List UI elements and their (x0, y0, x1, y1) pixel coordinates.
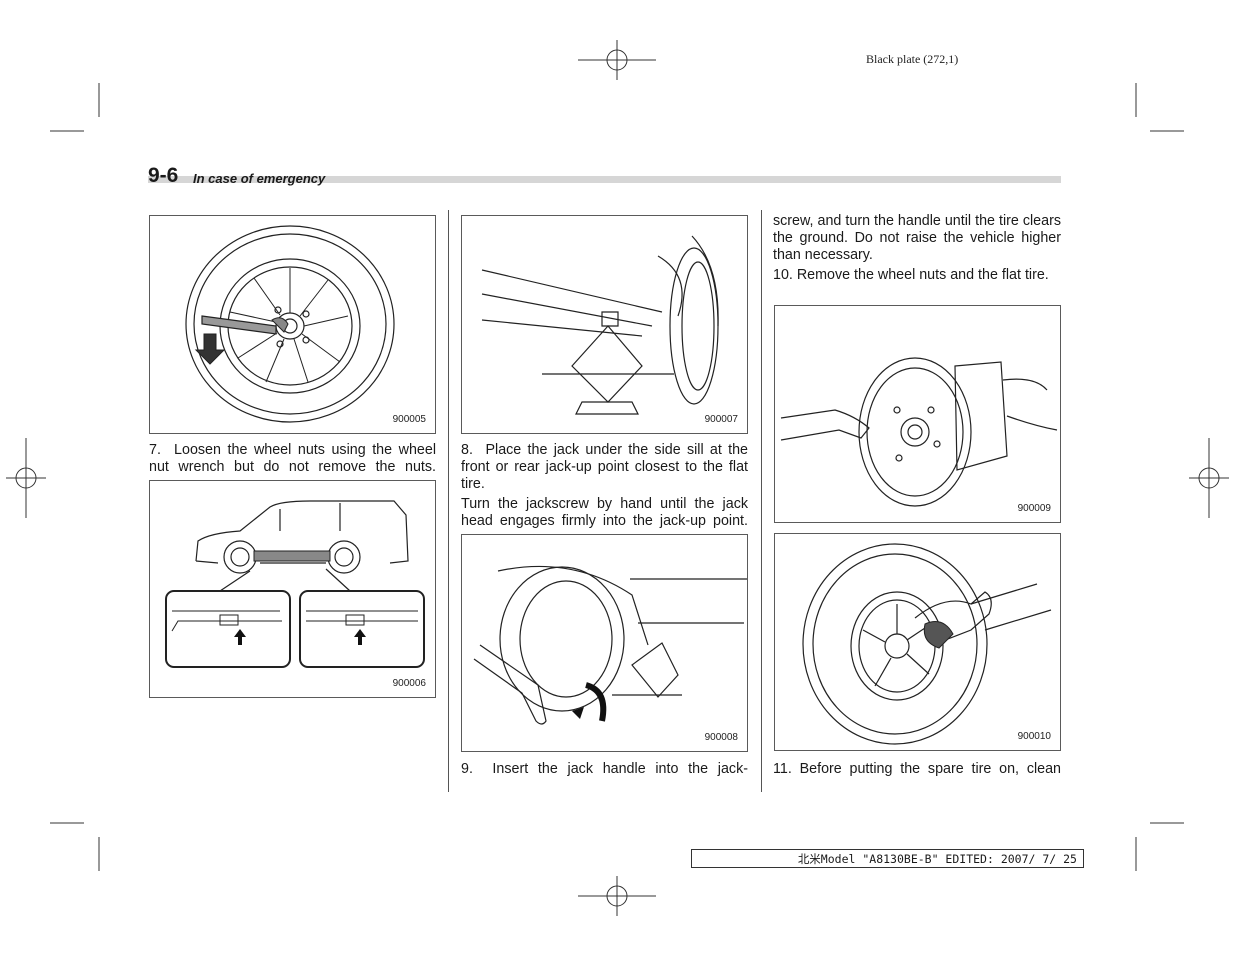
step-8-continued: Turn the jackscrew by hand until the jac… (461, 496, 748, 529)
figure-code: 900007 (704, 414, 738, 425)
column-divider-2 (761, 210, 762, 792)
figure-remove-wheel-nuts: 900009 (774, 305, 1061, 523)
figure-code: 900010 (1017, 731, 1051, 742)
figure-code: 900006 (392, 678, 426, 689)
model-edit-info: 北米Model "A8130BE-B" EDITED: 2007/ 7/ 25 (691, 849, 1084, 868)
wheel-wrench-illustration (185, 225, 395, 423)
vehicle-jack-points-illustration (165, 500, 425, 668)
figure-clean-spare-tire: 900010 (774, 533, 1061, 751)
figure-code: 900005 (392, 414, 426, 425)
jack-under-sill-illustration (481, 235, 719, 415)
jack-handle-illustration (473, 565, 747, 725)
section-title: In case of emergency (193, 171, 326, 186)
step-11-text: 11. Before putting the spare tire on, cl… (773, 761, 1061, 777)
figure-jack-up-points: 900006 (149, 480, 436, 698)
figure-loosen-wheel-nuts: 900005 (149, 215, 436, 434)
step-9-continued: screw, and turn the handle until the tir… (773, 213, 1061, 263)
figure-jack-handle: 900008 (461, 534, 748, 752)
figure-place-jack: 900007 (461, 215, 748, 434)
page-number: 9-6 (148, 164, 179, 187)
figure-code: 900009 (1017, 503, 1051, 514)
header-bar (148, 176, 1061, 183)
brake-disc-illustration (780, 357, 1058, 507)
spare-tire-illustration (802, 543, 1052, 745)
step-7-text: 7. Loosen the wheel nuts using the wheel… (149, 442, 436, 475)
plate-label: Black plate (272,1) (866, 52, 959, 66)
step-10-text: 10. Remove the wheel nuts and the flat t… (773, 267, 1049, 283)
column-divider-1 (448, 210, 449, 792)
step-8-text: 8. Place the jack under the side sill at… (461, 442, 748, 492)
figure-code: 900008 (704, 732, 738, 743)
step-9-text: 9. Insert the jack handle into the jack- (461, 761, 748, 777)
